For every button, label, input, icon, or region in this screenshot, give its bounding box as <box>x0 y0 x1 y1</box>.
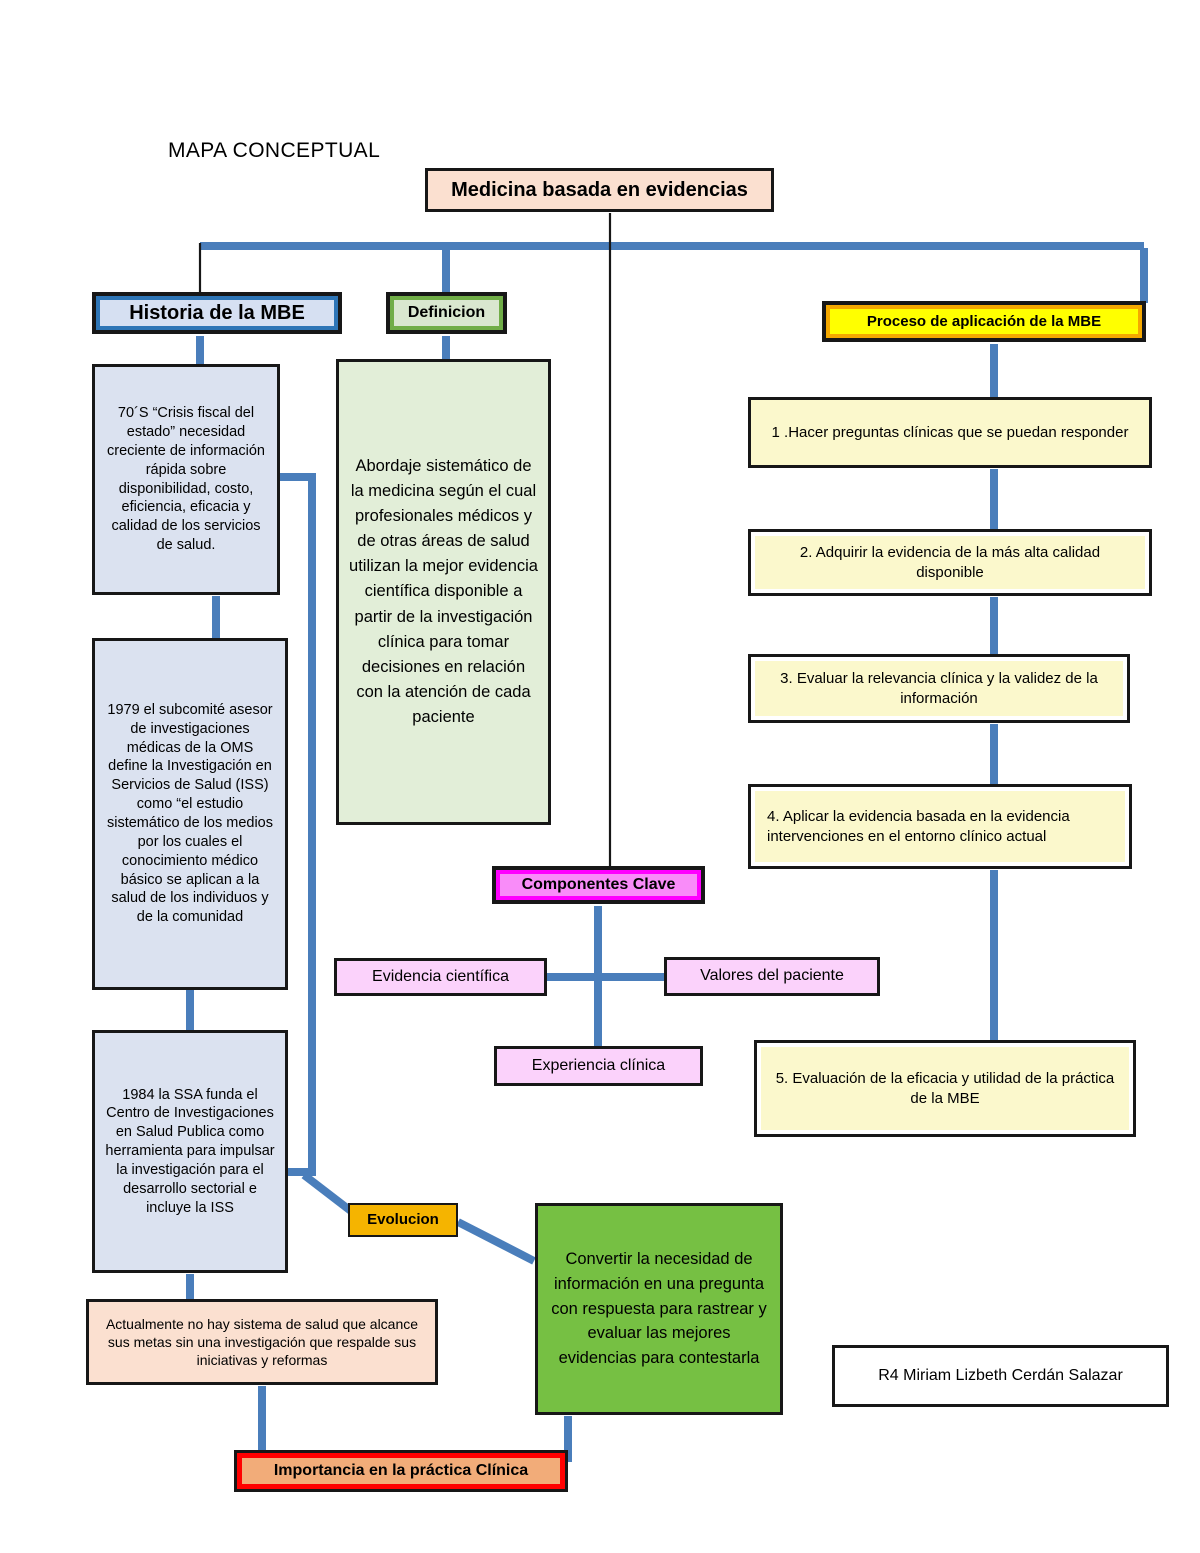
node-proceso-step-4[interactable]: 4. Aplicar la evidencia basada en la evi… <box>748 784 1132 869</box>
node-historia-item-1-label: 70´S “Crisis fiscal del estado” necesida… <box>107 405 265 554</box>
node-historia-actualidad-label: Actualmente no hay sistema de salud que … <box>105 1315 419 1369</box>
node-componente-experiencia-clinica[interactable]: Experiencia clínica <box>494 1046 703 1086</box>
node-proceso-step-1[interactable]: 1 .Hacer preguntas clínicas que se pueda… <box>748 397 1152 468</box>
node-proceso-step-4-label: 4. Aplicar la evidencia basada en la evi… <box>755 791 1125 862</box>
node-header-evolucion[interactable]: Evolucion <box>348 1203 458 1237</box>
node-componente-evidencia-cientifica[interactable]: Evidencia científica <box>334 958 547 996</box>
page-title: MAPA CONCEPTUAL <box>168 139 381 162</box>
node-historia-item-3-label: 1984 la SSA funda el Centro de Investiga… <box>105 1086 275 1216</box>
node-historia-actualidad[interactable]: Actualmente no hay sistema de salud que … <box>86 1299 438 1385</box>
node-header-componentes-label: Componentes Clave <box>500 874 697 896</box>
node-proceso-step-2[interactable]: 2. Adquirir la evidencia de la más alta … <box>748 529 1152 596</box>
node-proceso-step-3[interactable]: 3. Evaluar la relevancia clínica y la va… <box>748 654 1130 723</box>
node-root-medicina-basada-en-evidencias[interactable]: Medicina basada en evidencias <box>425 168 774 212</box>
node-author-credit: R4 Miriam Lizbeth Cerdán Salazar <box>832 1345 1169 1407</box>
node-componente-1-label: Evidencia científica <box>372 967 509 985</box>
node-header-historia-label: Historia de la MBE <box>100 300 334 326</box>
node-header-proceso-de-aplicacion[interactable]: Proceso de aplicación de la MBE <box>822 301 1146 342</box>
node-proceso-step-2-label: 2. Adquirir la evidencia de la más alta … <box>755 536 1145 589</box>
node-header-definicion[interactable]: Definicion <box>386 292 507 334</box>
node-header-evolucion-label: Evolucion <box>367 1211 439 1229</box>
node-proceso-step-5[interactable]: 5. Evaluación de la eficacia y utilidad … <box>754 1040 1136 1137</box>
node-historia-item-2[interactable]: 1979 el subcomité asesor de investigacio… <box>92 638 288 990</box>
node-root-label: Medicina basada en evidencias <box>451 179 748 201</box>
node-historia-item-3[interactable]: 1984 la SSA funda el Centro de Investiga… <box>92 1030 288 1273</box>
node-definicion-body[interactable]: Abordaje sistemático de la medicina segú… <box>336 359 551 825</box>
node-evolucion-body[interactable]: Convertir la necesidad de información en… <box>535 1203 783 1415</box>
node-proceso-step-1-label: 1 .Hacer preguntas clínicas que se pueda… <box>755 404 1145 461</box>
node-proceso-step-3-label: 3. Evaluar la relevancia clínica y la va… <box>755 661 1123 716</box>
node-header-definicion-label: Definicion <box>394 300 499 326</box>
node-evolucion-body-label: Convertir la necesidad de información en… <box>551 1250 767 1368</box>
node-definicion-body-label: Abordaje sistemático de la medicina segú… <box>349 457 538 726</box>
node-importancia-label: Importancia en la práctica Clínica <box>242 1458 560 1484</box>
node-proceso-step-5-label: 5. Evaluación de la eficacia y utilidad … <box>761 1047 1129 1130</box>
node-importancia-practica-clinica[interactable]: Importancia en la práctica Clínica <box>234 1450 568 1492</box>
node-componente-3-label: Experiencia clínica <box>531 1056 666 1074</box>
node-header-proceso-label: Proceso de aplicación de la MBE <box>830 309 1138 334</box>
node-historia-item-2-label: 1979 el subcomité asesor de investigacio… <box>106 701 273 926</box>
author-label: R4 Miriam Lizbeth Cerdán Salazar <box>878 1366 1123 1384</box>
node-header-componentes-clave[interactable]: Componentes Clave <box>492 866 705 904</box>
node-componente-2-label: Valores del paciente <box>700 967 844 985</box>
node-componente-valores-del-paciente[interactable]: Valores del paciente <box>664 957 880 996</box>
node-header-historia-de-la-mbe[interactable]: Historia de la MBE <box>92 292 342 334</box>
node-historia-item-1[interactable]: 70´S “Crisis fiscal del estado” necesida… <box>92 364 280 595</box>
